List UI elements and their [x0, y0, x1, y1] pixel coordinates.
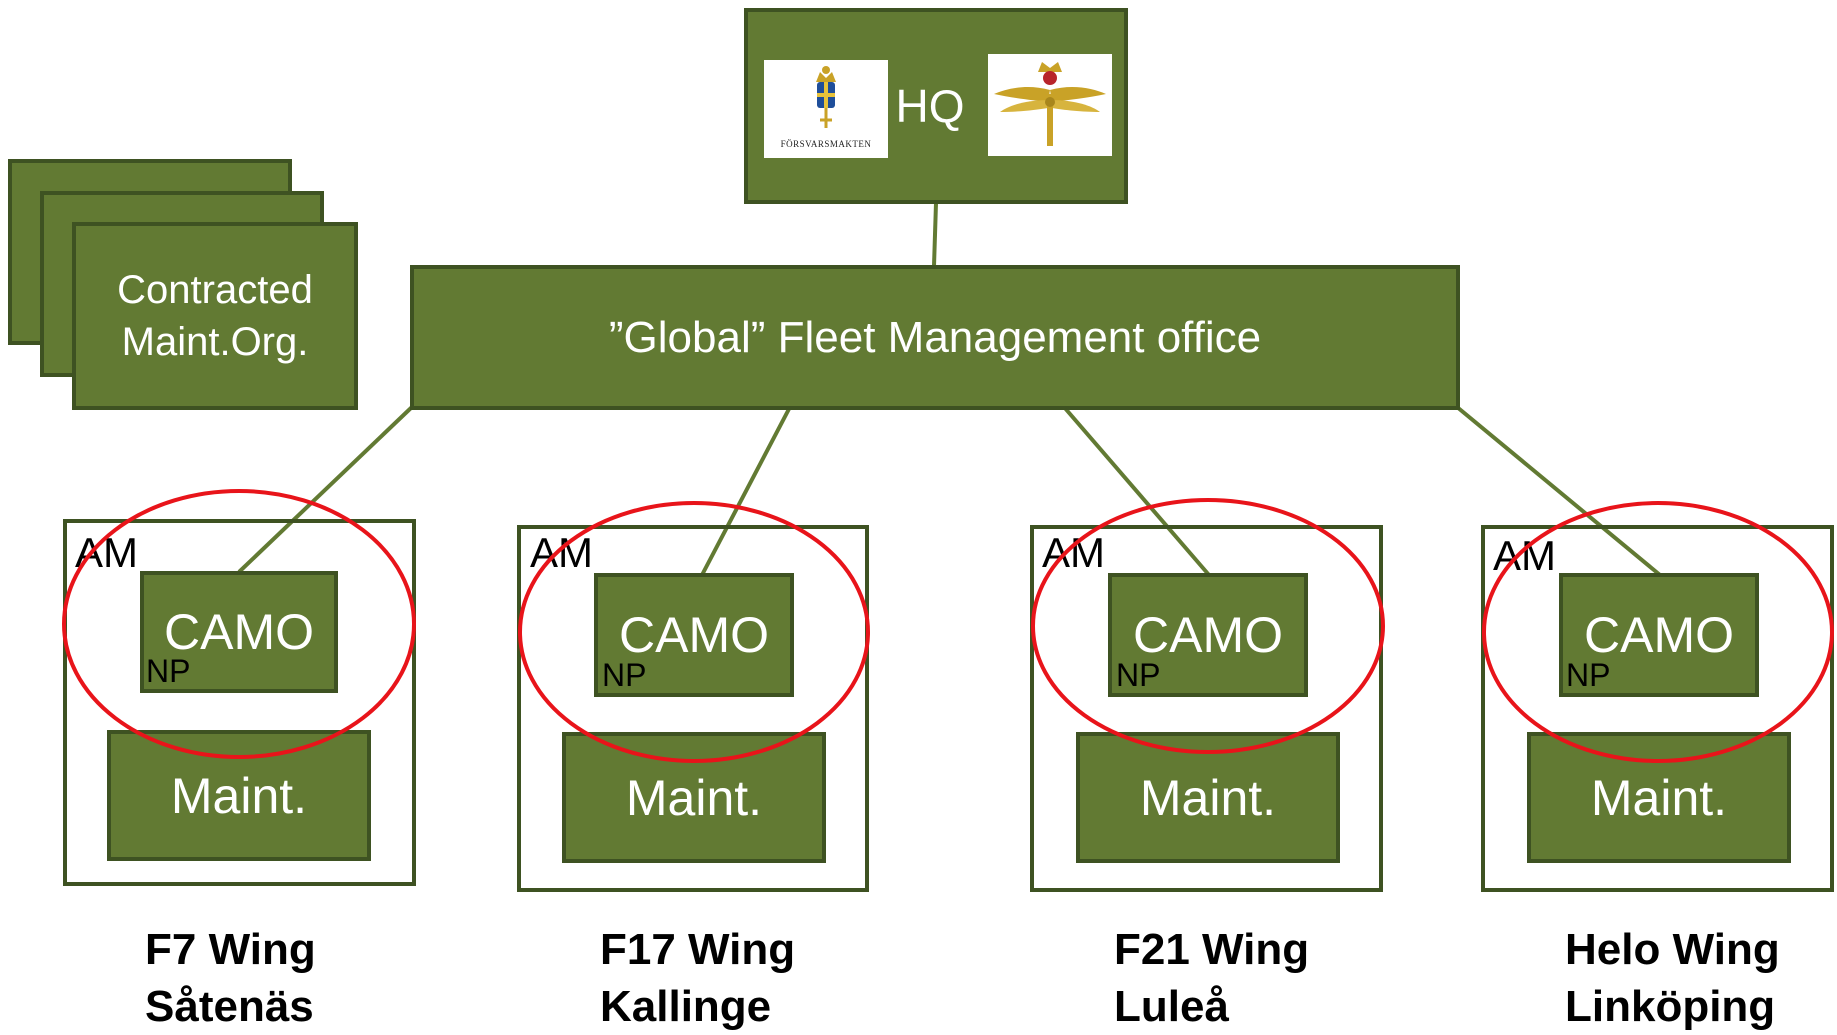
- maint-label: Maint.: [1139, 769, 1277, 826]
- office-to-f7-line: [237, 405, 414, 574]
- hq-to-office-line: [932, 202, 938, 267]
- np-label: NP: [1566, 657, 1611, 693]
- wing-location: Kallinge: [600, 982, 772, 1031]
- camo-highlight-ellipse-f21: [1031, 498, 1385, 754]
- np-label: NP: [146, 653, 191, 689]
- maint-box: Maint.: [107, 730, 371, 861]
- hq-label: HQ: [895, 80, 965, 132]
- office-to-helo-line: [1455, 405, 1662, 577]
- contracted-line1: Contracted: [117, 268, 313, 312]
- camo-label: CAMO: [164, 604, 314, 660]
- forsvarsmakten-wordmark: FÖRSVARSMAKTEN: [780, 139, 872, 149]
- crown-shield-icon: [816, 66, 836, 128]
- camo-label: CAMO: [1584, 607, 1734, 663]
- camo-box: CAMO: [1108, 573, 1308, 697]
- wing-frame-f21: [1030, 525, 1383, 892]
- wing-name-f21: F21 Wing Luleå: [1114, 921, 1309, 1035]
- forsvarsmakten-logo: FÖRSVARSMAKTEN: [764, 60, 888, 158]
- camo-box: CAMO: [140, 571, 338, 693]
- wing-location: Linköping: [1565, 982, 1776, 1031]
- wing-frame-f17: [517, 525, 869, 892]
- wing-name-f17: F17 Wing Kallinge: [600, 921, 795, 1035]
- wing-location: Luleå: [1114, 982, 1229, 1031]
- camo-label: CAMO: [1133, 607, 1283, 663]
- am-label: AM: [530, 529, 593, 576]
- maint-box: Maint.: [1527, 732, 1791, 863]
- np-label: NP: [602, 657, 647, 693]
- contracted-maint-card-front: Contracted Maint.Org.: [72, 222, 358, 410]
- hq-box: FÖRSVARSMAKTEN HQ: [744, 8, 1128, 204]
- fleet-management-office-label: ”Global” Fleet Management office: [608, 312, 1262, 362]
- camo-highlight-ellipse-f7: [62, 489, 416, 759]
- camo-box: CAMO: [1559, 573, 1759, 697]
- contracted-line2: Maint.Org.: [121, 320, 309, 364]
- wing-frame-helo: [1481, 525, 1834, 892]
- office-to-f17-line: [700, 406, 792, 576]
- air-force-logo: [988, 54, 1112, 156]
- camo-label: CAMO: [619, 607, 769, 663]
- winged-propeller-icon: [994, 62, 1106, 146]
- np-label: NP: [1116, 657, 1161, 693]
- wing-title: F17 Wing: [600, 925, 796, 974]
- maint-label: Maint.: [1590, 769, 1728, 826]
- maint-box: Maint.: [562, 732, 826, 863]
- wing-title: Helo Wing: [1565, 925, 1780, 974]
- maint-label: Maint.: [625, 769, 763, 826]
- camo-highlight-ellipse-f17: [518, 501, 870, 763]
- fleet-management-office-box: ”Global” Fleet Management office: [410, 265, 1460, 410]
- office-to-f21-line: [1062, 405, 1211, 577]
- wing-name-f7: F7 Wing Såtenäs: [145, 921, 316, 1035]
- maint-label: Maint.: [170, 767, 308, 824]
- wing-name-helo: Helo Wing Linköping: [1565, 921, 1780, 1035]
- wing-title: F21 Wing: [1114, 925, 1310, 974]
- wing-frame-f7: [63, 519, 416, 886]
- camo-box: CAMO: [594, 573, 794, 697]
- wing-location: Såtenäs: [145, 982, 314, 1031]
- camo-highlight-ellipse-helo: [1482, 501, 1834, 763]
- wing-title: F7 Wing: [145, 925, 316, 974]
